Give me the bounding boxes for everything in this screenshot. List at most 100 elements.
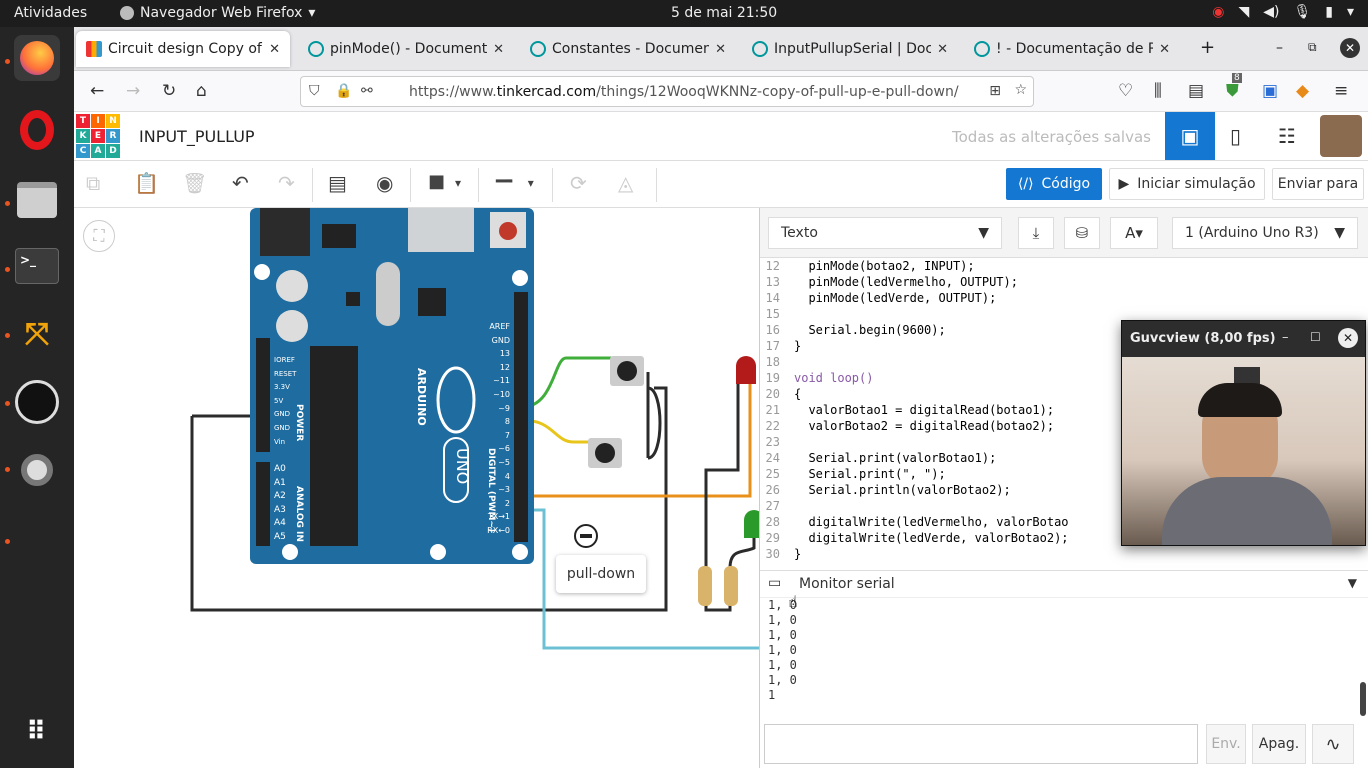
color-picker[interactable]: ■▾ — [428, 171, 462, 192]
caret-down-icon[interactable]: ▼ — [1347, 576, 1357, 590]
library-button[interactable]: ⛁ — [1064, 217, 1100, 249]
show-apps-icon[interactable]: ⠿ — [25, 717, 49, 747]
arrows-app-icon[interactable]: ⤧ — [25, 316, 49, 352]
url-bar[interactable]: ⛉ 🔒 ⚯ https://www.tinkercad.com/things/1… — [300, 76, 1034, 107]
minimize-button[interactable]: – — [1282, 330, 1289, 345]
pocket-icon[interactable]: ♡ — [1118, 81, 1134, 101]
home-button[interactable]: ⌂ — [196, 81, 207, 101]
copy-icon[interactable]: ⧉ — [86, 171, 101, 195]
graph-button[interactable]: ∿ — [1312, 724, 1354, 764]
font-size-icon: A▾ — [1125, 224, 1143, 242]
close-window-button[interactable]: ✕ — [1340, 38, 1360, 58]
lock-icon[interactable]: 🔒 — [335, 83, 353, 99]
circuit-canvas[interactable]: ⛶ — [74, 208, 759, 768]
tab-documentacao[interactable]: ! - Documentação de Refe ✕ — [964, 31, 1180, 67]
send-to-button[interactable]: Enviar para — [1272, 168, 1364, 200]
library-icon[interactable]: ⫼ — [1154, 81, 1162, 101]
font-size-button[interactable]: A▾ — [1110, 217, 1158, 249]
clock[interactable]: 5 de mai 21:50 — [671, 5, 778, 21]
serial-monitor-header[interactable]: ▭ Monitor serial ▼ — [760, 570, 1368, 598]
serial-scrollbar[interactable] — [1360, 682, 1366, 716]
chevron-down-icon: ▾ — [308, 5, 316, 21]
wire-button[interactable] — [646, 372, 662, 460]
avatar[interactable] — [1320, 115, 1362, 157]
visibility-icon[interactable]: ◉ — [376, 171, 394, 195]
guvcview-window[interactable]: Guvcview (8,00 fps) – ☐ ✕ — [1121, 320, 1366, 546]
code-line: 12 pinMode(botao2, INPUT); — [765, 259, 975, 273]
close-icon[interactable]: ✕ — [493, 41, 504, 57]
opera-icon[interactable] — [14, 107, 60, 153]
reload-button[interactable]: ↻ — [162, 81, 177, 101]
close-icon[interactable]: ✕ — [937, 41, 948, 57]
schematic-view-button[interactable]: ▯ — [1230, 124, 1242, 148]
undo-icon[interactable]: ↶ — [232, 171, 249, 195]
update-icon: ◉ — [1212, 4, 1225, 20]
maximize-button[interactable]: ☐ — [1310, 330, 1321, 344]
serial-input[interactable] — [764, 724, 1198, 764]
tab-circuit-design[interactable]: Circuit design Copy of pu ✕ — [76, 31, 290, 67]
extension-shield-icon[interactable]: ⛊8 — [1226, 73, 1242, 101]
bookmark-star-icon[interactable]: ☆ — [1014, 82, 1027, 98]
menu-icon[interactable]: ≡ — [1334, 81, 1349, 101]
obs-icon[interactable] — [14, 379, 60, 425]
circuit-view-button[interactable]: ▣ — [1165, 112, 1215, 160]
code-button[interactable]: ⟨/⟩Código — [1006, 168, 1102, 200]
serial-output[interactable]: 1, 0 1, 0 1, 0 1, 0 1, 0 1, 0 1 — [760, 598, 1368, 722]
green-led[interactable] — [744, 510, 759, 538]
translate-icon[interactable]: ⊞ — [985, 83, 1001, 99]
sidebar-icon[interactable]: ▤ — [1188, 81, 1205, 101]
app-menu[interactable]: Navegador Web Firefox ▾ — [120, 5, 315, 21]
url-prefix: https://www. — [409, 84, 497, 100]
red-led[interactable] — [736, 356, 756, 384]
permissions-icon[interactable]: ⚯ — [361, 83, 373, 99]
serial-send-button[interactable]: Env. — [1206, 724, 1246, 764]
device-select[interactable]: 1 (Arduino Uno R3)▼ — [1172, 217, 1358, 249]
notes-icon[interactable]: ▤ — [328, 171, 347, 195]
translator-extension-icon[interactable]: ▣ — [1262, 81, 1279, 101]
trash-icon[interactable]: 🗑 — [182, 171, 208, 195]
shield-icon[interactable]: ⛉ — [309, 83, 320, 99]
close-icon[interactable]: ✕ — [715, 41, 726, 57]
close-window-button[interactable]: ✕ — [1338, 328, 1358, 348]
reset-button[interactable] — [499, 222, 517, 240]
pin-label: A1 — [274, 477, 286, 488]
paste-icon[interactable]: 📋 — [134, 171, 159, 195]
files-icon[interactable] — [14, 177, 60, 223]
start-simulation-button[interactable]: ▶Iniciar simulação — [1109, 168, 1265, 200]
maximize-button[interactable]: ⧉ — [1308, 40, 1317, 54]
terminal-icon[interactable]: >_ — [14, 243, 60, 289]
rotate-icon[interactable]: ⟳ — [570, 171, 587, 195]
forward-button[interactable]: → — [126, 81, 141, 101]
new-tab-button[interactable]: + — [1200, 37, 1216, 58]
metamask-icon[interactable]: ◆ — [1296, 81, 1310, 101]
resistor-1[interactable] — [698, 566, 712, 606]
circuit-drawing — [190, 208, 759, 650]
tab-pinmode[interactable]: pinMode() - Documentaç ✕ — [298, 31, 514, 67]
serial-clear-button[interactable]: Apag. — [1252, 724, 1306, 764]
close-icon[interactable]: ✕ — [269, 41, 280, 57]
tab-inputpullupserial[interactable]: InputPullupSerial | Docu ✕ — [742, 31, 958, 67]
flip-icon[interactable]: ◬ — [618, 171, 634, 195]
component-list-button[interactable]: ☷ — [1278, 124, 1296, 148]
wire-orange[interactable] — [522, 384, 752, 498]
back-button[interactable]: ← — [90, 81, 105, 101]
tinkercad-logo[interactable]: T I N K E R C A D — [76, 114, 120, 158]
person-hair — [1198, 383, 1282, 417]
tab-constantes[interactable]: Constantes - Documenta ✕ — [520, 31, 736, 67]
wire-green[interactable] — [521, 356, 614, 409]
project-name[interactable]: INPUT_PULLUP — [139, 127, 255, 146]
wire-style-picker[interactable]: ━╸▾ — [496, 171, 534, 192]
minimize-button[interactable]: – — [1276, 40, 1283, 56]
note-pull-down[interactable]: pull-down — [556, 555, 646, 593]
download-button[interactable]: ⤓ — [1018, 217, 1054, 249]
resistor-2[interactable] — [724, 566, 738, 606]
redo-icon[interactable]: ↷ — [278, 171, 295, 195]
zoom-fit-icon[interactable]: ⛶ — [83, 220, 115, 252]
activities-button[interactable]: Atividades — [14, 5, 88, 21]
webcam-icon[interactable] — [14, 447, 60, 493]
firefox-icon[interactable] — [14, 35, 60, 81]
system-tray[interactable]: ◉ ◥ ◀) 🎙 ▮ ▾ — [1212, 4, 1354, 20]
code-mode-select[interactable]: Texto▼ — [768, 217, 1002, 249]
code-mode-value: Texto — [781, 225, 818, 241]
close-icon[interactable]: ✕ — [1159, 41, 1170, 57]
